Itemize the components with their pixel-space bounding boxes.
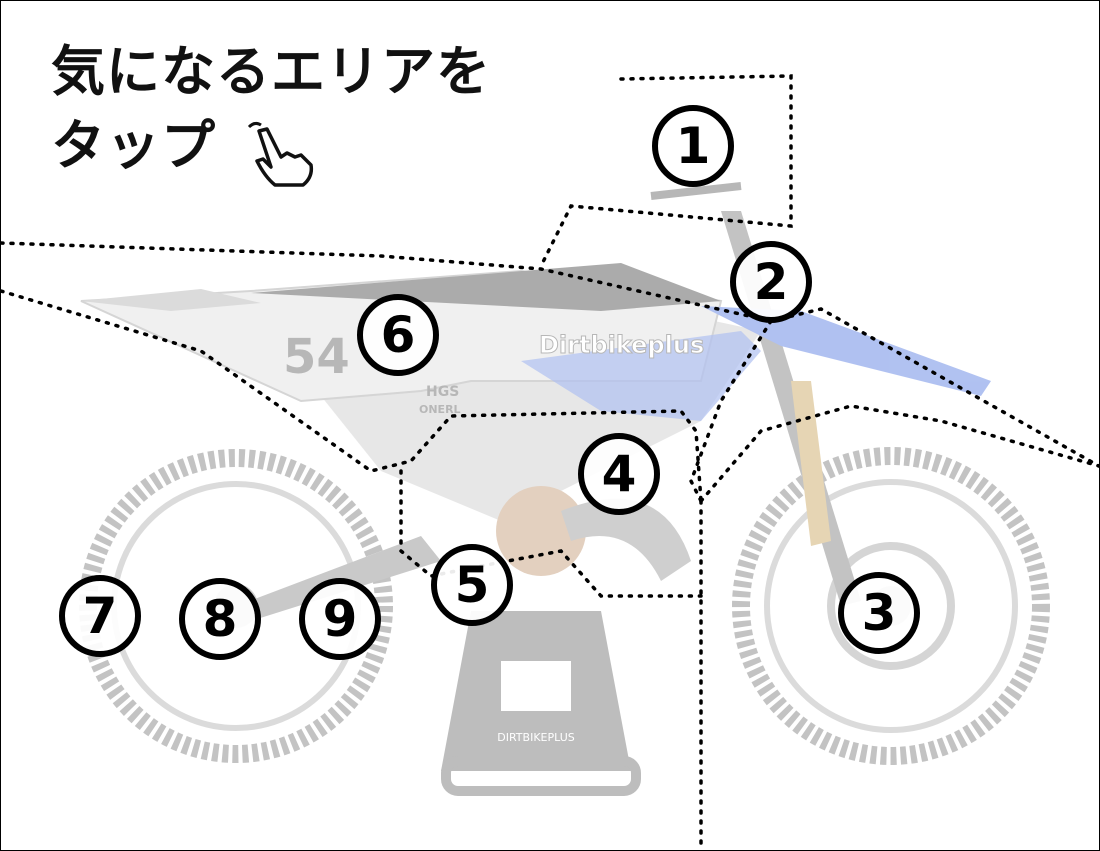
area-number-7: 7 bbox=[82, 587, 118, 645]
area-button-9[interactable]: 9 bbox=[299, 578, 381, 660]
area-number-8: 8 bbox=[202, 590, 238, 648]
area-number-1: 1 bbox=[675, 117, 711, 175]
area-button-2[interactable]: 2 bbox=[730, 241, 812, 323]
race-number: 54 bbox=[283, 329, 350, 385]
area-button-7[interactable]: 7 bbox=[59, 575, 141, 657]
area-number-4: 4 bbox=[601, 445, 637, 503]
stand-label: DIRTBIKEPLUS bbox=[497, 731, 574, 744]
area-button-3[interactable]: 3 bbox=[838, 572, 920, 654]
area-button-1[interactable]: 1 bbox=[652, 105, 734, 187]
area-button-8[interactable]: 8 bbox=[179, 578, 261, 660]
tank-decal-2: ONERL bbox=[419, 403, 461, 416]
area-boundaries bbox=[1, 74, 1099, 848]
area-number-9: 9 bbox=[322, 590, 358, 648]
tap-hand-icon bbox=[247, 121, 314, 187]
bike-stand: DIRTBIKEPLUS bbox=[441, 611, 641, 796]
page-title-line-2: タップ bbox=[51, 114, 216, 177]
page-title-line-1: 気になるエリアを bbox=[51, 40, 491, 103]
area-number-3: 3 bbox=[861, 584, 897, 642]
tank-decal-1: HGS bbox=[426, 384, 459, 400]
area-button-4[interactable]: 4 bbox=[578, 433, 660, 515]
area-number-6: 6 bbox=[380, 306, 416, 364]
area-button-5[interactable]: 5 bbox=[431, 544, 513, 626]
area-button-6[interactable]: 6 bbox=[357, 294, 439, 376]
brand-logo: Dirtbikeplus bbox=[539, 331, 704, 359]
area-number-5: 5 bbox=[454, 556, 490, 614]
area-number-2: 2 bbox=[753, 253, 789, 311]
